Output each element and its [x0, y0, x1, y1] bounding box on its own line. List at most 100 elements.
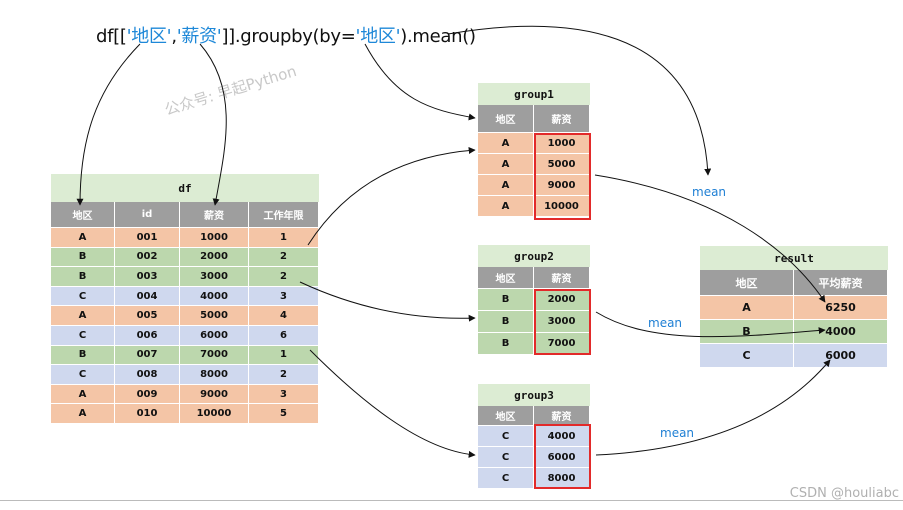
group3-header-row: 地区 薪资: [478, 406, 590, 426]
df-cell: 3000: [180, 267, 249, 287]
group1-cell: A: [478, 196, 534, 217]
arrow-df-to-group1: [307, 146, 476, 246]
df-header-cell: 工作年限: [249, 202, 319, 228]
df-cell: 007: [115, 345, 180, 366]
df-cell: B: [51, 345, 115, 366]
df-cell: 6000: [180, 325, 249, 346]
code-part: df[[: [96, 26, 127, 47]
df-cell: C: [51, 286, 115, 307]
mean-label-2: mean: [648, 316, 683, 330]
df-cell: 8000: [180, 365, 249, 385]
df-header-cell: 地区: [51, 202, 115, 228]
group2-cell: B: [478, 289, 534, 311]
arrow-df-to-group2: [299, 281, 476, 322]
arrow-by-to-group1: [364, 43, 476, 121]
df-cell: 002: [115, 247, 180, 268]
df-cell: 10000: [180, 404, 249, 424]
df-cell: 010: [115, 404, 180, 424]
group2-header-cell: 薪资: [534, 267, 590, 289]
df-cell: B: [51, 267, 115, 287]
df-cell: 6: [249, 325, 319, 346]
group2-header-cell: 地区: [478, 267, 534, 289]
df-cell: 3: [249, 384, 319, 405]
df-cell: 001: [115, 228, 180, 248]
arrow-salary-to-df: [199, 43, 227, 206]
group1-cell: A: [478, 175, 534, 196]
group2-cell: B: [478, 311, 534, 333]
df-header-cell: id: [115, 202, 180, 228]
df-cell: 3: [249, 286, 319, 307]
df-table-title: df: [51, 174, 319, 202]
df-cell: 1: [249, 345, 319, 366]
result-cell: A: [700, 296, 794, 320]
result-header-cell: 地区: [700, 270, 794, 296]
result-title: result: [700, 246, 888, 270]
df-cell: 1000: [180, 228, 249, 248]
result-cell: B: [700, 320, 794, 344]
df-cell: 1: [249, 228, 319, 248]
footer-divider: [0, 500, 903, 501]
df-cell: 2: [249, 365, 319, 385]
df-cell: A: [51, 228, 115, 248]
df-cell: 003: [115, 267, 180, 287]
group1-cell: A: [478, 133, 534, 154]
group3-cell: C: [478, 426, 534, 447]
group3-cell: C: [478, 468, 534, 489]
code-keyword-by: '地区': [355, 26, 401, 47]
group2-cell: B: [478, 333, 534, 355]
df-cell: 9000: [180, 384, 249, 405]
df-cell: A: [51, 306, 115, 326]
group3-cell: C: [478, 447, 534, 468]
group3-title: group3: [478, 384, 590, 406]
df-header-cell: 薪资: [180, 202, 249, 228]
group2-header-row: 地区 薪资: [478, 267, 590, 289]
group3-header-cell: 地区: [478, 406, 534, 426]
result-header-cell: 平均薪资: [794, 270, 888, 296]
df-cell: C: [51, 365, 115, 385]
result-cell: C: [700, 344, 794, 368]
df-cell: 5000: [180, 306, 249, 326]
df-cell: 7000: [180, 345, 249, 366]
df-cell: 2: [249, 247, 319, 268]
arrow-df-to-group3: [309, 349, 476, 458]
group1-title: group1: [478, 83, 590, 105]
df-cell: 006: [115, 325, 180, 346]
df-cell: 4: [249, 306, 319, 326]
df-cell: 4000: [180, 286, 249, 307]
df-cell: A: [51, 384, 115, 405]
df-cell: A: [51, 404, 115, 424]
credit-text: CSDN @houliabc: [789, 486, 899, 501]
arrow-group1-to-result: [594, 174, 826, 303]
df-header-row: 地区 id 薪资 工作年限: [51, 202, 319, 228]
code-part: ).mean(): [400, 26, 476, 47]
df-cell: B: [51, 247, 115, 268]
result-cell: 4000: [794, 320, 888, 344]
code-part: ]].groupby(by=: [221, 26, 356, 47]
code-part: ,: [171, 26, 177, 47]
